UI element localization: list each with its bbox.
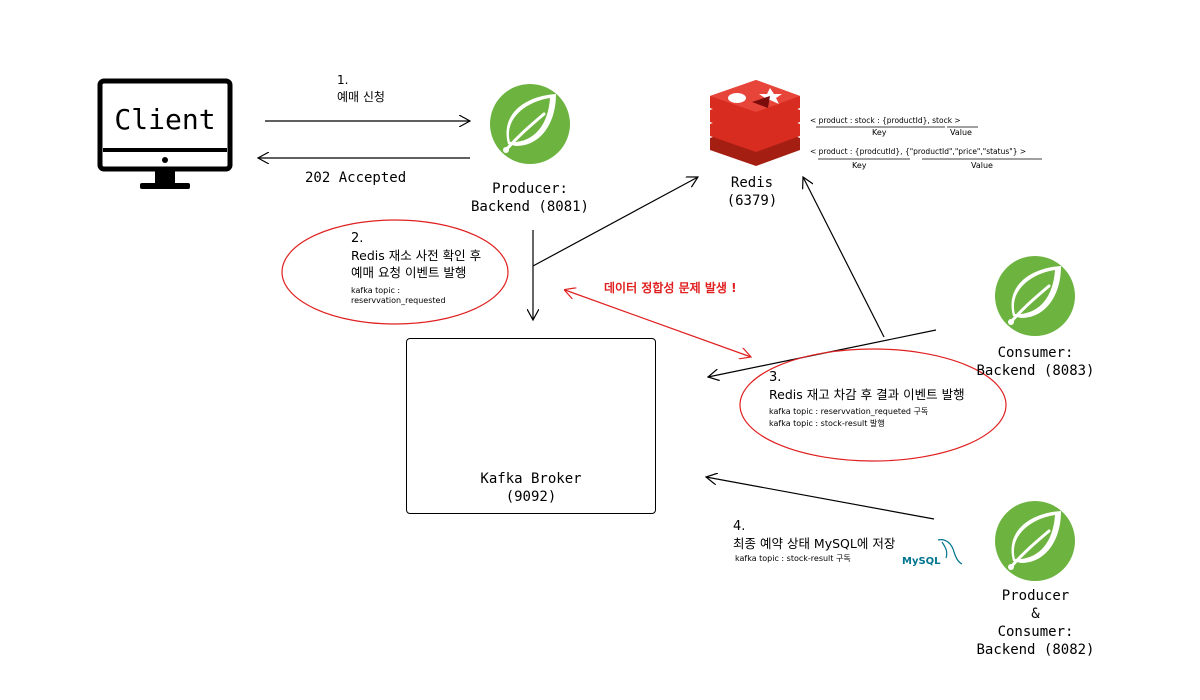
producer-consumer-line2: &: [1031, 606, 1040, 622]
redis-note-underlines: [816, 126, 1042, 160]
step3-highlight-ellipse: [739, 348, 1007, 462]
producer-consumer-line3: Consumer:: [997, 624, 1074, 640]
spring-leaf-icon-producer-consumer: [993, 499, 1077, 583]
spring-leaf-icon-producer: [488, 82, 572, 166]
mysql-logo: MySQL: [902, 556, 941, 567]
kafka-label: Kafka Broker (9092): [406, 470, 656, 506]
arrow-producer-to-redis: [532, 177, 698, 267]
step3-line1: Redis 재고 차감 후 결과 이벤트 발행: [769, 387, 965, 402]
step4-line1: 최종 예약 상태 MySQL에 저장: [733, 536, 896, 551]
redis-note-row2-key: Key: [852, 161, 867, 170]
redis-label: Redis (6379): [712, 174, 792, 210]
producer-consumer-line4: Backend (8082): [976, 642, 1095, 658]
consumer-line2: Backend (8083): [976, 363, 1095, 379]
spring-leaf-icon-consumer: [993, 254, 1077, 338]
redis-note-row1: < product : stock : {productId}, stock >: [810, 116, 961, 125]
producer-main-line2: Backend (8081): [470, 199, 589, 215]
arrow-consumer-to-redis: [803, 177, 885, 338]
step2-topic2: reservvation_requested: [351, 296, 446, 305]
arrow-producer-consumer-to-kafka: [706, 477, 935, 520]
step2-number: 2.: [351, 231, 364, 246]
redis-note-row2: < product : {prodcutId}, {"productId","p…: [810, 147, 1027, 156]
step4-topic1: kafka topic : stock-result 구독: [735, 554, 851, 563]
redis-logo-icon: [710, 80, 800, 166]
producer-consumer-line1: Producer: [1001, 588, 1070, 604]
consumer-label: Consumer: Backend (8083): [958, 344, 1113, 380]
step2-highlight-ellipse: [281, 219, 509, 325]
redis-line2: (6379): [726, 193, 778, 209]
step3-number: 3.: [769, 370, 782, 385]
step4-number: 4.: [733, 519, 746, 534]
redis-note-row1-key: Key: [872, 128, 887, 137]
monitor-icon: [97, 78, 233, 189]
step3-topic2: kafka topic : stock-result 발행: [769, 419, 885, 428]
consumer-line1: Consumer:: [997, 345, 1074, 361]
accepted-label: 202 Accepted: [305, 170, 407, 186]
step1-text: 예매 신청: [337, 90, 385, 104]
step2-topic1: kafka topic :: [351, 286, 401, 295]
producer-main-label: Producer: Backend (8081): [455, 180, 605, 216]
red-double-arrow: [565, 290, 751, 357]
consistency-warning: 데이터 정합성 문제 발생 !: [604, 281, 737, 295]
redis-note-row2-value: Value: [971, 161, 993, 170]
producer-consumer-label: Producer & Consumer: Backend (8082): [958, 587, 1113, 659]
step1-number: 1.: [337, 73, 349, 87]
step2-line2: 예매 요청 이벤트 발행: [351, 265, 467, 280]
mysql-dolphin-icon: [937, 539, 963, 565]
redis-line1: Redis: [730, 175, 774, 191]
kafka-line1: Kafka Broker: [480, 471, 582, 487]
kafka-broker-box: [406, 338, 656, 514]
step3-topic1: kafka topic : reservvation_requeted 구독: [769, 407, 929, 416]
producer-main-line1: Producer:: [492, 181, 568, 197]
step2-line1: Redis 재소 사전 확인 후: [351, 248, 482, 263]
kafka-line2: (9092): [505, 489, 557, 505]
client-label: Client: [114, 103, 216, 136]
redis-note-row1-value: Value: [950, 128, 972, 137]
